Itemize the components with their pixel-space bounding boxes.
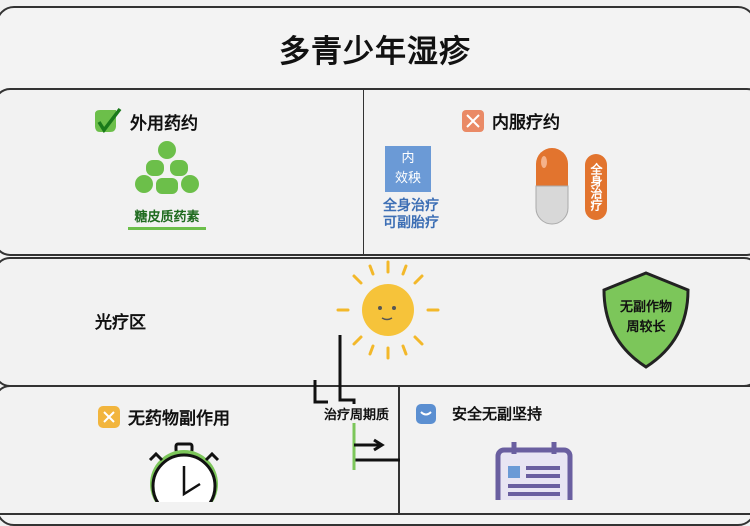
- shield-line-1: 无副作物: [619, 300, 672, 315]
- oral-heading: 内服疗约: [492, 113, 560, 133]
- smile-icon: [416, 403, 436, 424]
- drug-label: 糖皮质药素: [128, 206, 206, 230]
- ointment-cluster-icon: [135, 141, 199, 194]
- page-title: 多青少年湿疹: [279, 34, 471, 70]
- check-leaf-icon: [95, 107, 122, 134]
- light-heading: 光疗区: [95, 313, 146, 333]
- note-line-2: 可副胎疗: [383, 215, 439, 231]
- oral-note: 全身治疗可副胎疗: [383, 198, 439, 232]
- cycle-label: 治疗周期质: [324, 404, 390, 423]
- x-icon: [462, 109, 484, 132]
- calendar-icon: [495, 442, 573, 500]
- topical-heading: 外用药约: [130, 113, 198, 134]
- no-side-effect-heading: 无药物副作用: [128, 409, 230, 429]
- sun-icon: [336, 260, 440, 360]
- shield-text: 无副作物周较长: [600, 298, 692, 338]
- safe-heading: 安全无副坚持: [452, 405, 543, 423]
- capsule-icon: [535, 148, 569, 225]
- shield-icon: [602, 271, 690, 369]
- effect-card: 内 效秧: [385, 146, 431, 192]
- systemic-tag: 全身治疗: [585, 154, 607, 220]
- shield-line-2: 周较长: [626, 320, 666, 335]
- stopwatch-icon: [148, 442, 220, 502]
- x-icon: [98, 405, 120, 428]
- note-line-1: 全身治疗: [383, 198, 439, 214]
